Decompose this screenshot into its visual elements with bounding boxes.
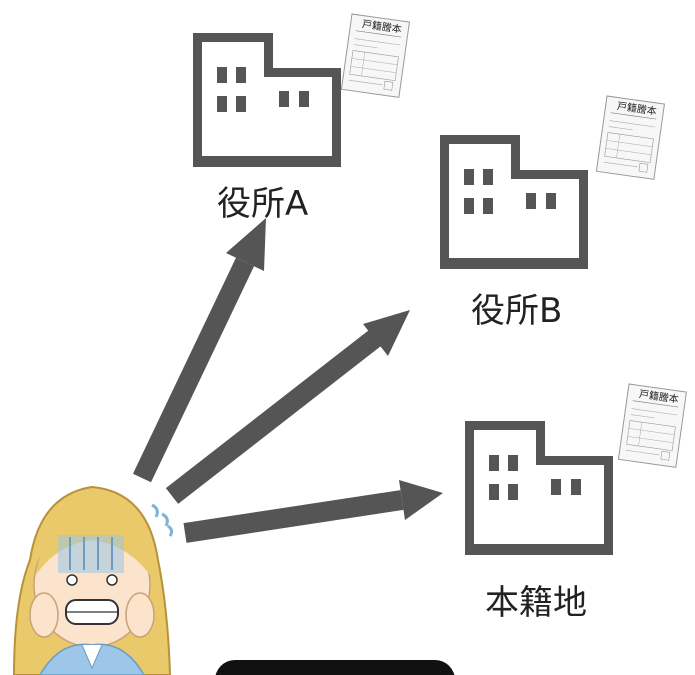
- honsekichi-label: 本籍地: [485, 583, 587, 623]
- building-icon: [193, 33, 341, 167]
- arrow-to-office-a: [132, 218, 266, 483]
- office-b-label: 役所B: [471, 291, 563, 331]
- arrow-to-honsekichi: [183, 480, 443, 543]
- building-icon: [440, 135, 588, 269]
- arrow-to-office-b: [165, 310, 410, 504]
- building-icon: [465, 421, 613, 555]
- office-a-label: 役所A: [217, 184, 309, 224]
- bottom-pill: [215, 660, 455, 675]
- worried-person-icon: [12, 485, 174, 675]
